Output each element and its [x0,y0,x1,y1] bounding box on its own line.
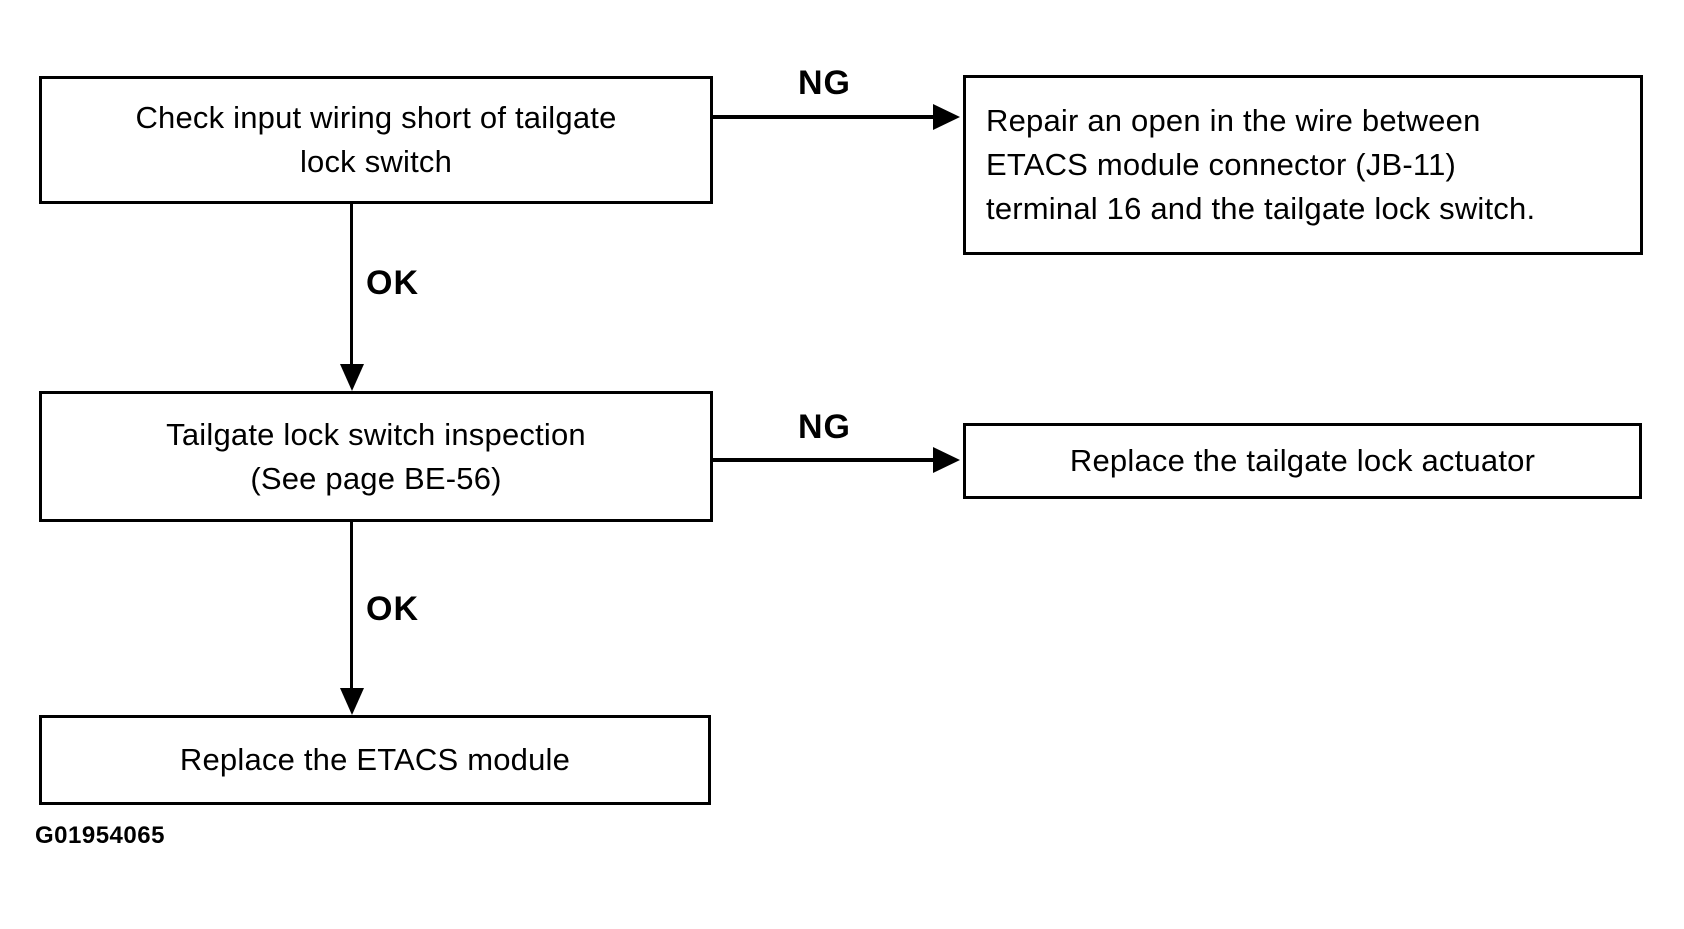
node-lock-switch-inspection: Tailgate lock switch inspection (See pag… [39,391,713,522]
arrow-ng1-head-icon [933,104,960,130]
arrow-label-ng1: NG [798,64,851,102]
node-check-input-wiring: Check input wiring short of tailgate loc… [39,76,713,204]
node-replace-etacs-module: Replace the ETACS module [39,715,711,805]
node-text-line: Replace the ETACS module [179,742,571,777]
arrow-ok1-line [350,204,353,366]
node-replace-lock-actuator: Replace the tailgate lock actuator [963,423,1642,499]
arrow-label-ng2: NG [798,408,851,446]
arrow-ok2-head-icon [340,688,364,715]
figure-code: G01954065 [35,822,165,849]
arrow-label-ok2: OK [366,590,419,628]
arrow-ng2-head-icon [933,447,960,473]
node-text-line: Check input wiring short of tailgate [135,100,617,135]
arrow-ng2-line [713,458,935,462]
arrow-label-ok1: OK [366,264,419,302]
node-repair-wire-open: Repair an open in the wire between ETACS… [963,75,1643,255]
arrow-ok2-line [350,522,353,690]
node-text-line: ETACS module connector (JB-11) [986,147,1457,182]
node-text-line: (See page BE-56) [250,460,502,496]
node-text-line: Replace the tailgate lock actuator [1069,443,1536,478]
node-text-line: lock switch [299,144,453,179]
node-text-line: terminal 16 and the tailgate lock switch… [986,191,1536,226]
node-text-line: Repair an open in the wire between [986,103,1481,138]
node-text-line: Tailgate lock switch inspection [166,416,586,452]
arrow-ng1-line [713,115,935,119]
arrow-ok1-head-icon [340,364,364,391]
